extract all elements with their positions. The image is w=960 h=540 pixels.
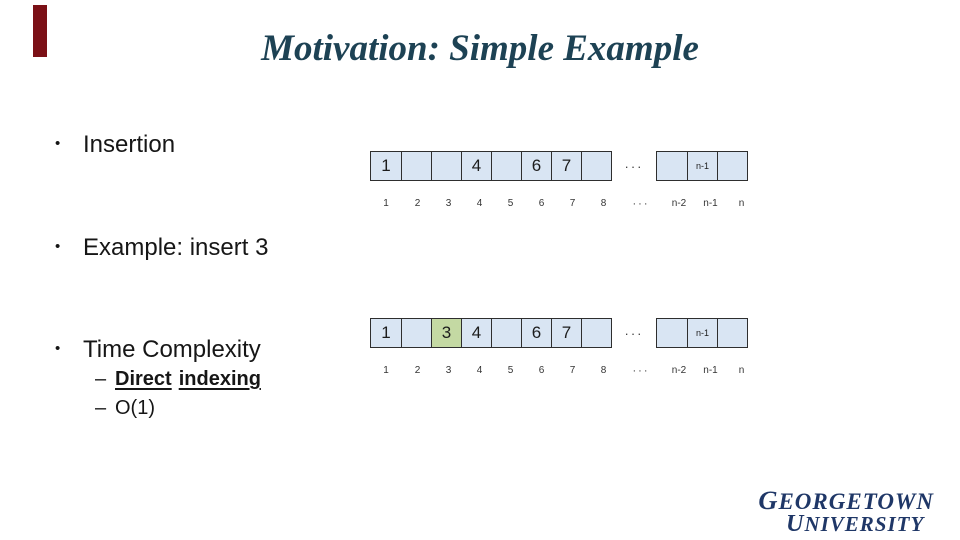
array-cell bbox=[581, 318, 612, 348]
array-cell bbox=[717, 151, 748, 181]
array-cell: 1 bbox=[370, 151, 402, 181]
sub-bullet-word: indexing bbox=[178, 368, 261, 390]
cells-ellipsis: ··· bbox=[624, 158, 644, 174]
bullet-label: Insertion bbox=[83, 131, 176, 158]
cell-row-tail: n-1 bbox=[656, 151, 748, 181]
index-label: 1 bbox=[383, 365, 389, 376]
bullet-insertion: • Insertion bbox=[55, 132, 175, 157]
index-label: n-1 bbox=[703, 365, 718, 376]
array-cell bbox=[401, 318, 432, 348]
array-cell: 7 bbox=[551, 318, 582, 348]
index-label: 5 bbox=[507, 198, 514, 209]
bullet-label: Time Complexity bbox=[83, 336, 261, 363]
cell-row-tail: n-1 bbox=[656, 318, 748, 348]
index-label: 7 bbox=[569, 365, 576, 376]
index-label: n bbox=[738, 365, 745, 376]
index-label: 2 bbox=[414, 198, 421, 209]
array-cell: 1 bbox=[370, 318, 402, 348]
bullet-example-insert: • Example: insert 3 bbox=[55, 235, 268, 260]
bullet-marker: • bbox=[55, 238, 61, 255]
index-label: 2 bbox=[414, 365, 421, 376]
array-cell bbox=[401, 151, 432, 181]
index-label: 6 bbox=[538, 365, 545, 376]
sub-bullet-marker: – bbox=[95, 368, 107, 390]
index-row-main: 1 2 3 4 5 6 7 8 bbox=[370, 198, 619, 210]
index-row-main: 1 2 3 4 5 6 7 8 bbox=[370, 365, 619, 377]
accent-bar bbox=[33, 5, 47, 57]
array-cell: 6 bbox=[521, 151, 552, 181]
array-cell: n-1 bbox=[687, 318, 718, 348]
logo-line: UNIVERSITY bbox=[786, 510, 925, 538]
index-label: 3 bbox=[445, 365, 452, 376]
sub-bullet-word: Direct bbox=[115, 368, 172, 390]
index-label: n-2 bbox=[671, 198, 687, 209]
bullet-marker: • bbox=[55, 340, 61, 357]
index-label: 4 bbox=[476, 365, 483, 376]
index-label: 3 bbox=[445, 198, 452, 209]
georgetown-university-logo: GEORGETOWN UNIVERSITY bbox=[758, 488, 934, 536]
array-cell bbox=[491, 151, 522, 181]
index-label: 7 bbox=[569, 198, 576, 209]
index-label: 8 bbox=[600, 365, 607, 376]
bullet-marker: • bbox=[55, 135, 61, 152]
index-label: 6 bbox=[538, 198, 545, 209]
array-cell: 6 bbox=[521, 318, 552, 348]
bullet-label: Example: insert 3 bbox=[83, 234, 269, 261]
index-row-tail: n-2 n-1 n bbox=[663, 198, 757, 210]
index-label: n-2 bbox=[671, 365, 687, 376]
sub-bullet-marker: – bbox=[95, 397, 107, 419]
array-cell: 4 bbox=[461, 151, 492, 181]
array-cell bbox=[656, 318, 688, 348]
cells-ellipsis: ··· bbox=[624, 325, 644, 341]
index-ellipsis: ··· bbox=[632, 198, 650, 210]
index-label: 5 bbox=[507, 365, 514, 376]
array-cell-highlight: 3 bbox=[431, 318, 462, 348]
slide-title: Motivation: Simple Example bbox=[261, 28, 699, 69]
sub-bullet-o1: – O(1) bbox=[95, 398, 155, 419]
bullet-time-complexity: • Time Complexity bbox=[55, 337, 261, 362]
logo-line: GEORGETOWN bbox=[758, 484, 934, 515]
array-cell bbox=[581, 151, 612, 181]
index-label: 1 bbox=[383, 198, 389, 209]
index-label: 8 bbox=[600, 198, 607, 209]
index-label: 4 bbox=[476, 198, 483, 209]
sub-bullet-label: O(1) bbox=[115, 397, 155, 419]
array-cell: n-1 bbox=[687, 151, 718, 181]
index-ellipsis: ··· bbox=[632, 365, 650, 377]
sub-bullet-direct-indexing: – Direct indexing bbox=[95, 369, 261, 390]
array-cell bbox=[717, 318, 748, 348]
index-label: n-1 bbox=[703, 198, 718, 209]
index-label: n bbox=[738, 198, 745, 209]
array-cell bbox=[431, 151, 462, 181]
array-cell bbox=[656, 151, 688, 181]
index-row-tail: n-2 n-1 n bbox=[663, 365, 757, 377]
array-cell bbox=[491, 318, 522, 348]
array-cell: 4 bbox=[461, 318, 492, 348]
array-cell: 7 bbox=[551, 151, 582, 181]
